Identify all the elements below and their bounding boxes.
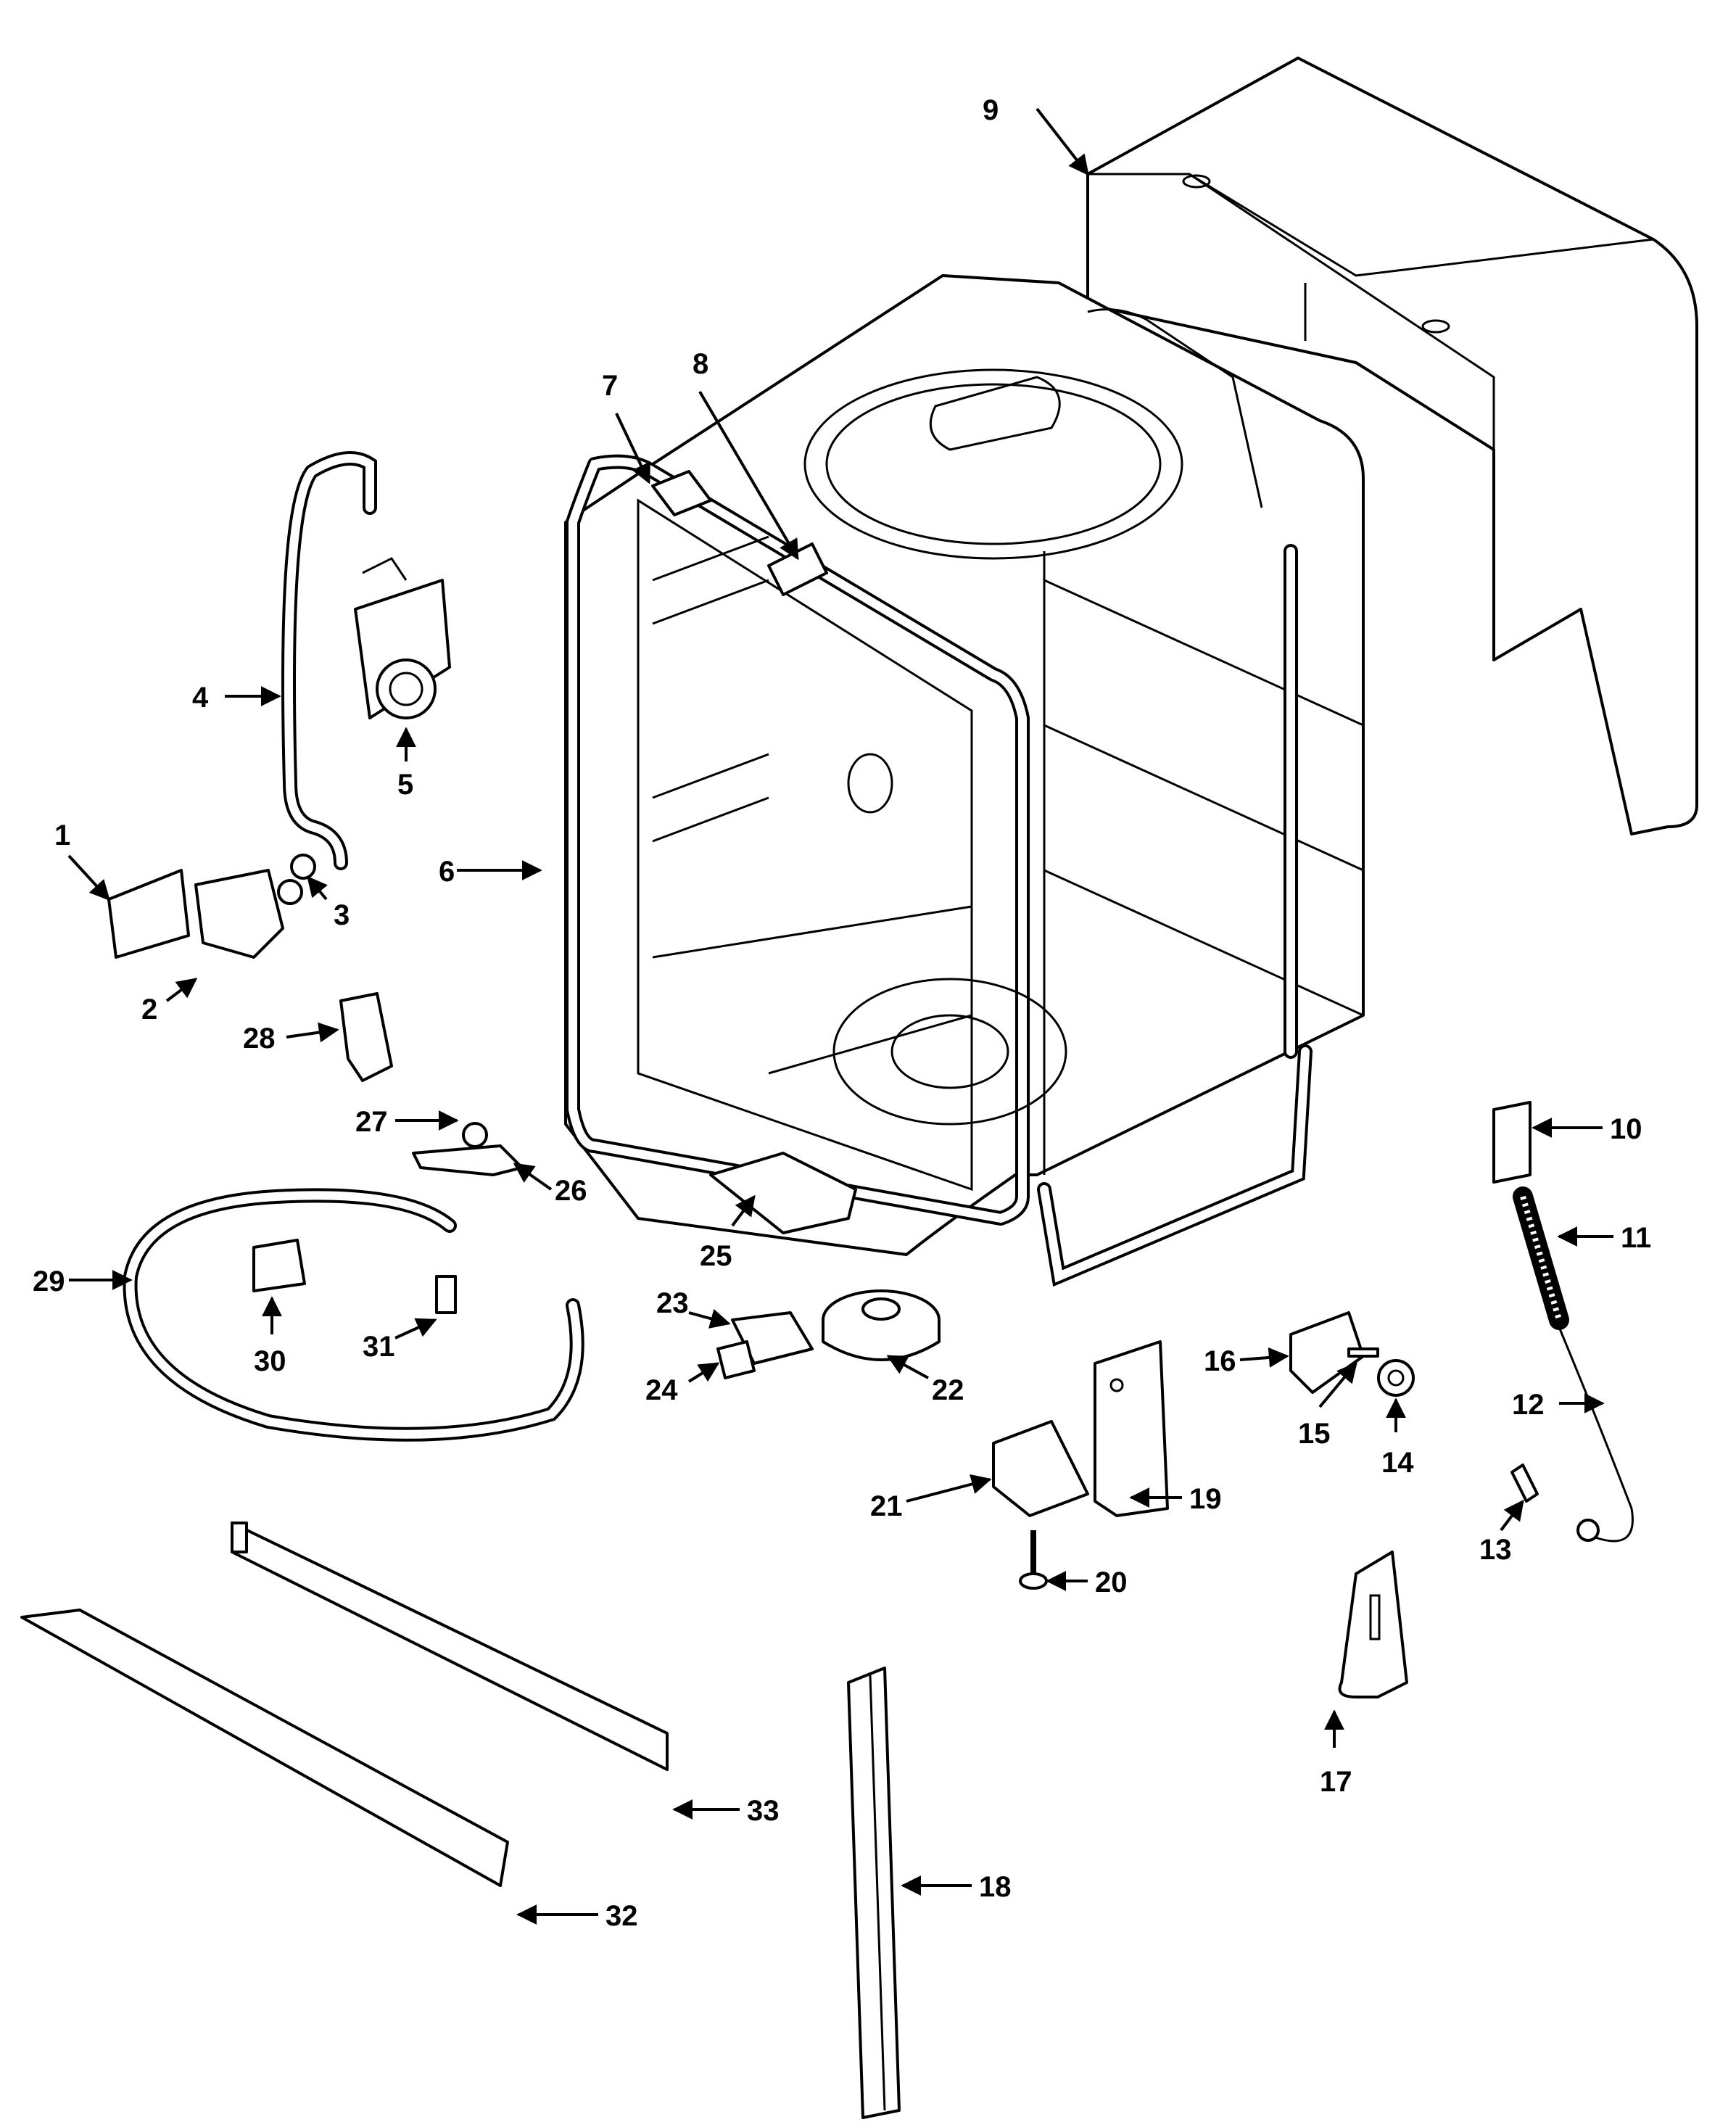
callout-32: 32: [605, 1900, 638, 1932]
callout-33: 33: [747, 1795, 780, 1827]
callout-15: 15: [1298, 1418, 1331, 1450]
base-frame: [1037, 544, 1313, 1287]
callout-28: 28: [243, 1023, 276, 1054]
callout-14: 14: [1381, 1447, 1414, 1479]
insulation-blanket: [1086, 57, 1698, 835]
callout-29: 29: [33, 1266, 65, 1297]
callout-13: 13: [1479, 1534, 1512, 1566]
callout-27: 27: [355, 1106, 388, 1138]
bottom-shield: [709, 1152, 857, 1234]
callout-25: 25: [700, 1240, 732, 1272]
callout-9: 9: [983, 94, 999, 126]
callout-30: 30: [254, 1345, 286, 1377]
callout-26: 26: [555, 1175, 587, 1207]
inlet-valve: [194, 869, 303, 959]
callout-3: 3: [334, 899, 350, 931]
callout-7: 7: [602, 370, 618, 402]
callouts: 9 7 8 4 5 6 1 3 2 28 27 26 25 29 30 31 2: [33, 94, 1651, 1932]
callout-24: 24: [645, 1374, 678, 1406]
mounting-bracket: [339, 992, 393, 1082]
callout-8: 8: [693, 348, 708, 380]
callout-6: 6: [439, 856, 455, 888]
callout-11: 11: [1621, 1222, 1651, 1254]
access-panel: [231, 1522, 669, 1771]
callout-23: 23: [656, 1287, 689, 1319]
toe-panel: [20, 1609, 509, 1887]
callout-2: 2: [141, 994, 157, 1025]
cable-pulley-pin: [1510, 1463, 1539, 1503]
door-spring: [1513, 1186, 1569, 1330]
callout-20: 20: [1095, 1566, 1128, 1598]
hinge-pin: [1347, 1347, 1379, 1358]
dishwasher-tub: [564, 274, 1365, 1256]
callout-4: 4: [192, 682, 209, 714]
callout-1: 1: [54, 820, 70, 851]
float-switch-arm: [412, 1144, 524, 1176]
hose-clamp: [290, 854, 316, 880]
callout-5: 5: [397, 769, 413, 801]
fill-hose: [281, 451, 377, 870]
inlet-valve-bracket: [107, 869, 190, 959]
door-hinge: [1338, 1551, 1408, 1698]
hose-clip: [252, 1239, 306, 1292]
leveling-bracket: [1094, 1340, 1169, 1517]
detergent-dispenser: [354, 557, 451, 719]
callout-12: 12: [1512, 1389, 1545, 1421]
callout-31: 31: [363, 1331, 395, 1363]
hose-connector: [435, 1275, 457, 1314]
callout-19: 19: [1189, 1483, 1222, 1515]
hinge-wheel: [1377, 1359, 1415, 1397]
spring-cable: [1558, 1326, 1634, 1543]
drain-motor: [822, 1289, 941, 1361]
side-trim: [847, 1667, 901, 2119]
bracket-cover: [992, 1420, 1089, 1517]
spring-anchor: [1492, 1101, 1532, 1184]
callout-21: 21: [870, 1490, 903, 1522]
leveling-leg: [1019, 1530, 1048, 1590]
callout-18: 18: [979, 1871, 1012, 1903]
float-cap: [462, 1122, 488, 1148]
drain-hose: [123, 1188, 584, 1442]
switch-connector: [716, 1340, 756, 1379]
callout-22: 22: [932, 1374, 964, 1406]
callout-16: 16: [1204, 1345, 1236, 1377]
callout-10: 10: [1610, 1113, 1642, 1145]
callout-17: 17: [1320, 1766, 1352, 1798]
door-strike-clip: [651, 470, 712, 516]
